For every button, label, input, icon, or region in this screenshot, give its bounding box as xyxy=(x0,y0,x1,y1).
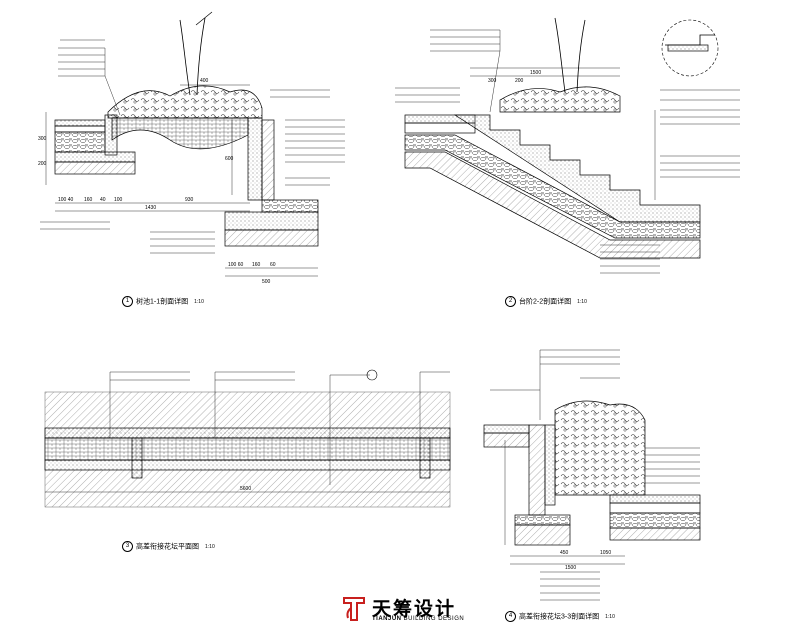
dim-s1-v3: 400 xyxy=(200,78,209,84)
dim-s4-total: 1500 xyxy=(565,565,576,571)
section-3-drawing xyxy=(44,369,451,508)
dim-s4-b0: 450 xyxy=(560,550,569,556)
dim-s1-r0: 100 60 xyxy=(228,262,244,268)
dim-s1-v2: 600 xyxy=(225,156,234,162)
dim-s1-v1: 200 xyxy=(38,161,47,167)
section-4-drawing xyxy=(483,349,701,601)
dim-s1-b1: 160 xyxy=(84,197,93,203)
dim-s1-b2: 40 xyxy=(100,197,106,203)
section-2-drawing xyxy=(395,17,740,274)
brand-logo: 天筹设计 TIANJUN BUILDING DESIGN xyxy=(342,596,472,628)
dim-s2-t1: 300 xyxy=(488,78,497,84)
dim-s1-b4: 930 xyxy=(185,197,194,203)
dim-s1-rtotal: 500 xyxy=(262,279,271,285)
dim-s1-r2: 60 xyxy=(270,262,276,268)
section-1-drawing xyxy=(40,11,345,277)
dim-s1-total: 1430 xyxy=(145,205,156,211)
dim-s1-r1: 160 xyxy=(252,262,261,268)
dim-s1-b0: 100 40 xyxy=(58,197,74,203)
dim-s4-b1: 1050 xyxy=(600,550,611,556)
brand-mark-icon xyxy=(343,597,365,621)
brand-name-en: TIANJUN BUILDING DESIGN xyxy=(372,616,465,622)
dim-s1-v0: 300 xyxy=(38,136,47,142)
dim-s2-t0: 1500 xyxy=(530,70,541,76)
dim-s3-total: 5600 xyxy=(240,486,251,492)
dim-s1-b3: 100 xyxy=(114,197,123,203)
dim-s2-t2: 200 xyxy=(515,78,524,84)
brand-name-cn: 天筹设计 xyxy=(372,599,457,620)
